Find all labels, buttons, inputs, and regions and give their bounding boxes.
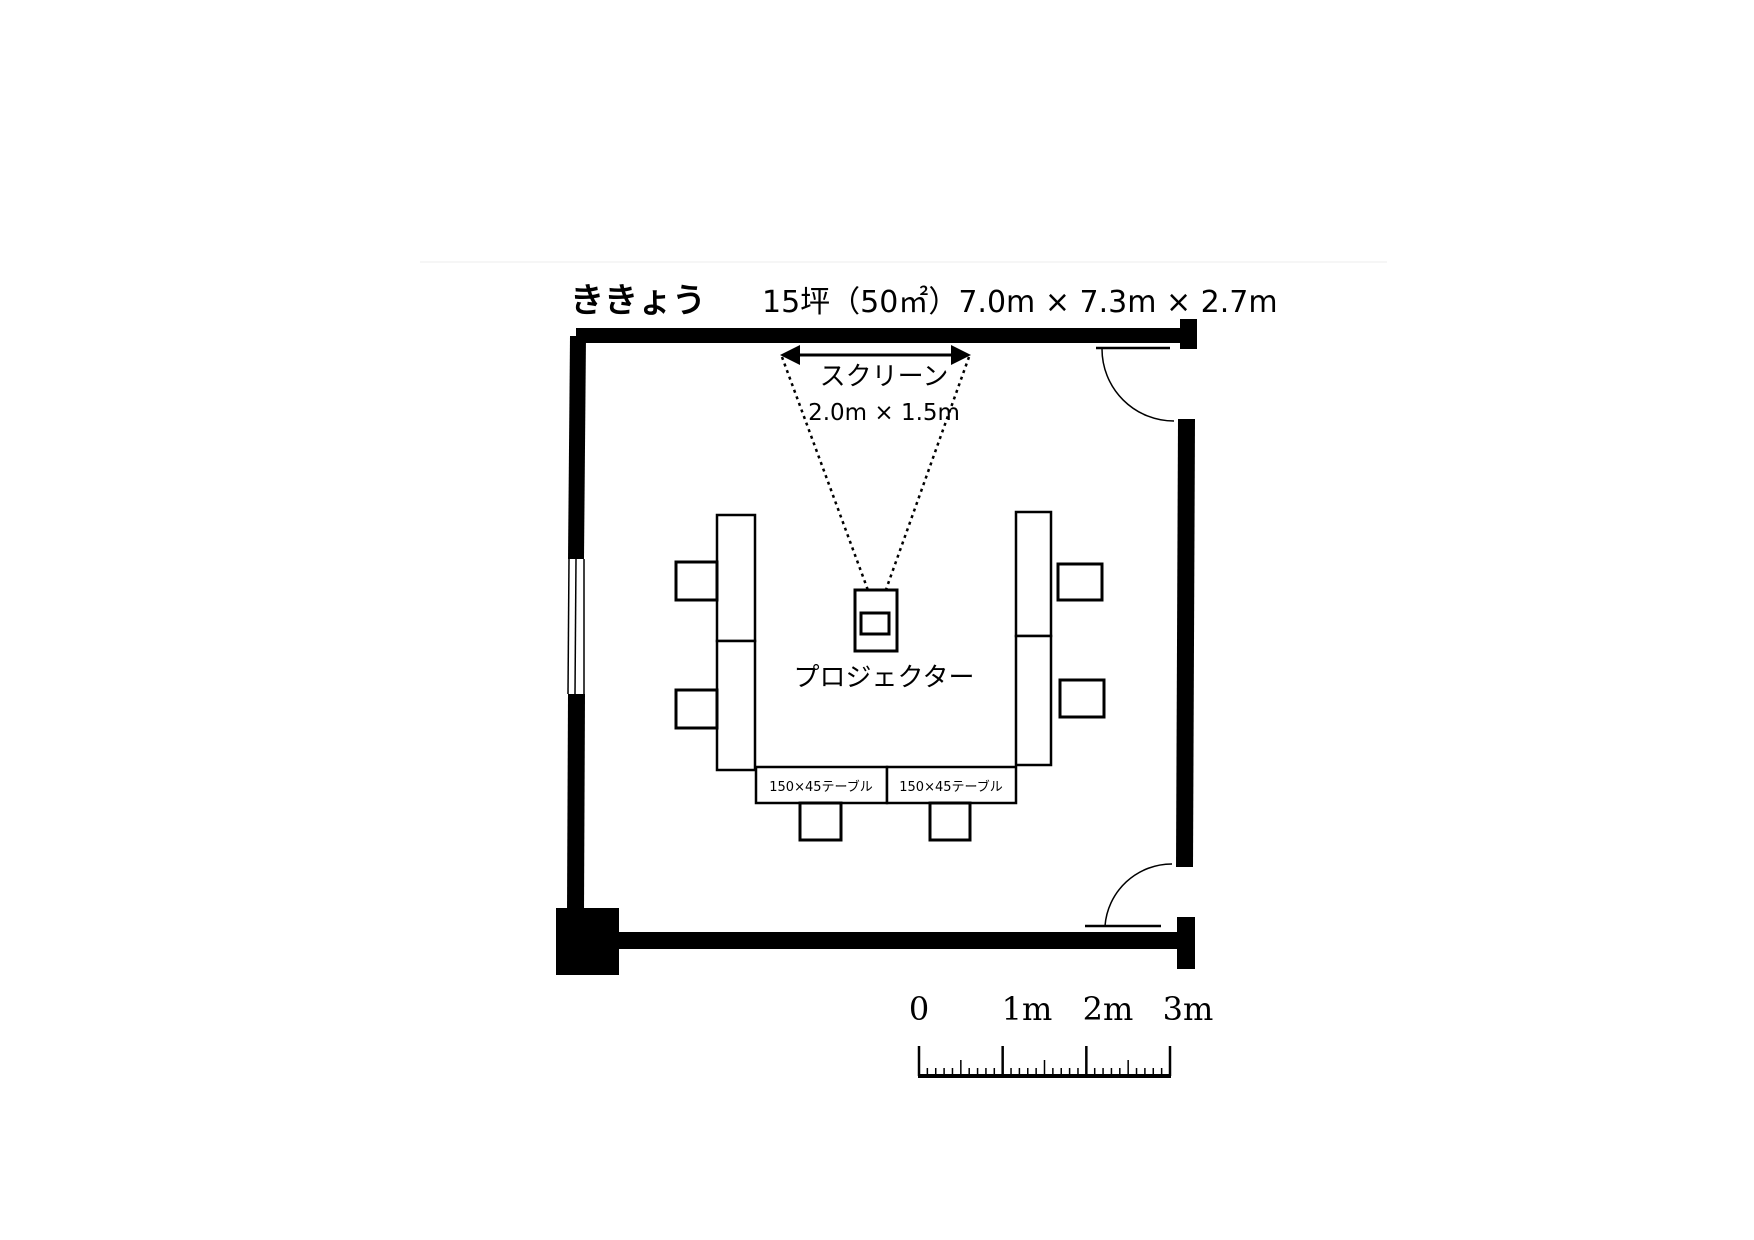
projector-label: プロジェクター	[794, 663, 975, 693]
table-bottom-right	[885, 765, 1018, 805]
scale-label-2m: 2m	[1083, 990, 1134, 1028]
chair	[674, 560, 719, 602]
table-left-upper	[715, 513, 757, 643]
scale-labels: 0 1m 2m 3m	[909, 990, 1214, 1028]
window	[567, 558, 585, 695]
table-bottom-right-label: 150×45テーブル	[899, 779, 1002, 795]
bottom-wall-end	[1177, 917, 1195, 969]
table-right-upper	[1014, 510, 1053, 638]
corner-column	[556, 908, 619, 975]
table-left-lower	[715, 639, 757, 772]
room-name: ききょう	[570, 281, 706, 321]
chair	[798, 801, 843, 842]
table-bottom-left	[754, 765, 889, 805]
projection-line-left	[780, 356, 878, 613]
projection-line-right	[876, 356, 971, 613]
chair	[1056, 562, 1104, 602]
table-right-lower	[1014, 634, 1053, 767]
screen-size: 2.0m × 1.5m	[808, 400, 960, 426]
table-bottom-left-label: 150×45テーブル	[769, 779, 872, 795]
projector	[853, 588, 899, 653]
chair	[1058, 678, 1106, 719]
chair	[674, 688, 719, 730]
right-wall	[1176, 419, 1195, 867]
chair	[928, 801, 972, 842]
top-wall	[576, 328, 1189, 343]
scale-bar	[917, 1046, 1172, 1078]
door-bottom[interactable]	[1085, 863, 1173, 928]
top-wall-end	[1180, 319, 1197, 349]
walls	[556, 319, 1197, 975]
scale-label-0: 0	[909, 990, 929, 1028]
arrow-right-icon	[951, 345, 971, 365]
screen-label: スクリーン	[820, 362, 949, 392]
scale-label-3m: 3m	[1163, 990, 1214, 1028]
bottom-wall	[619, 932, 1189, 949]
room-specs: 15坪（50㎡）7.0m × 7.3m × 2.7m	[762, 285, 1278, 320]
left-wall-lower	[567, 694, 585, 912]
door-top[interactable]	[1096, 346, 1175, 422]
left-wall-upper	[568, 336, 586, 559]
arrow-left-icon	[780, 345, 800, 365]
scale-label-1m: 1m	[1002, 990, 1053, 1028]
screen: スクリーン 2.0m × 1.5m	[780, 345, 971, 613]
